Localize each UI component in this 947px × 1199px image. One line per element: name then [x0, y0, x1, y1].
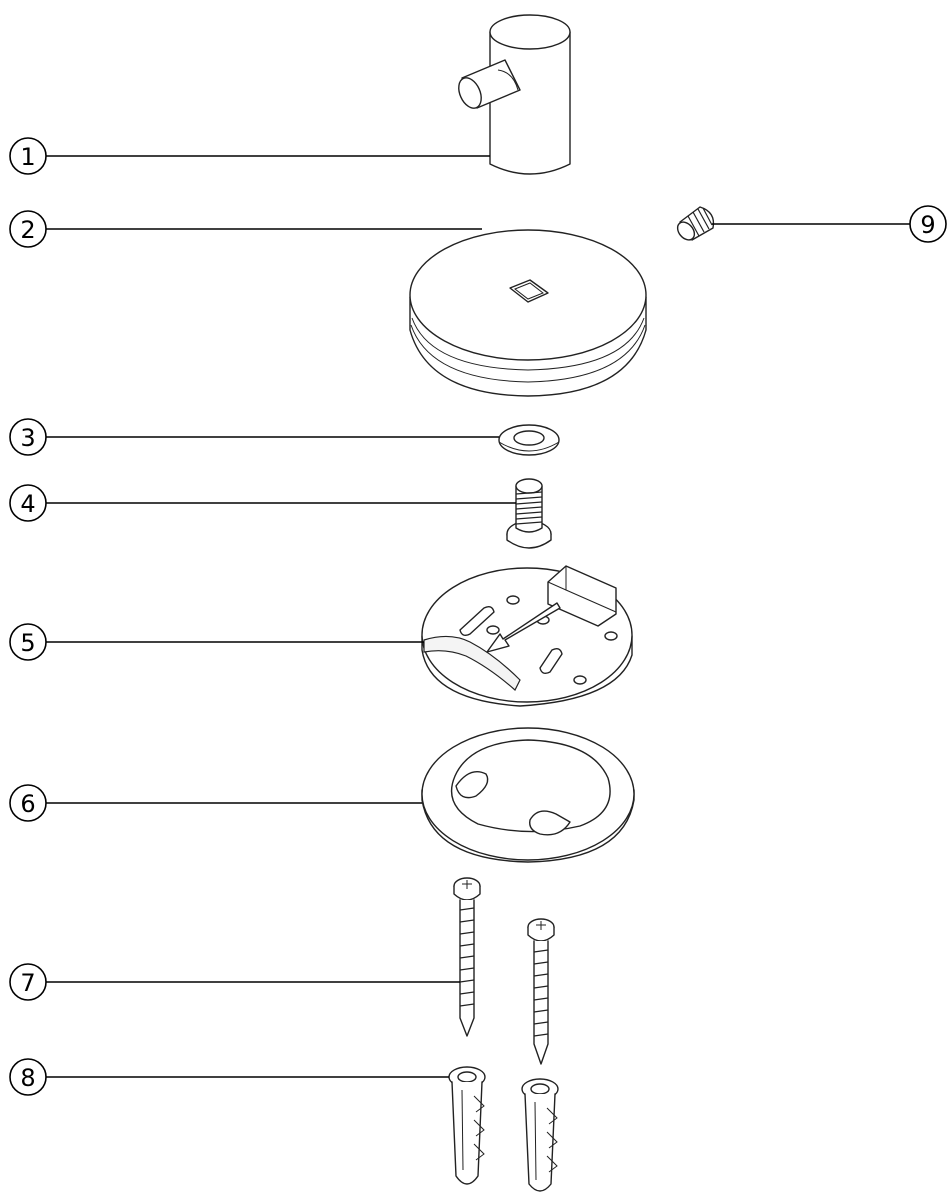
- part-4-threaded-bolt: [506, 478, 552, 549]
- callout-7-label: 7: [20, 969, 35, 997]
- part-6-spacer-ring: [421, 727, 635, 863]
- callout-2: 2: [9, 210, 482, 248]
- callout-8: 8: [9, 1058, 449, 1096]
- callout-4: 4: [9, 484, 516, 522]
- part-5-mounting-plate: [421, 565, 633, 707]
- callout-9-label: 9: [920, 211, 935, 239]
- callout-2-label: 2: [20, 216, 35, 244]
- part-9-set-screw: [676, 206, 715, 241]
- part-3-washer: [498, 424, 560, 456]
- callout-1-label: 1: [20, 143, 35, 171]
- callout-3: 3: [9, 418, 499, 456]
- callout-3-label: 3: [20, 424, 35, 452]
- callout-1: 1: [9, 137, 490, 175]
- part-7-screws: [453, 877, 555, 1065]
- part-2-base-rosette: [409, 229, 647, 397]
- part-1-hook-body: [458, 14, 571, 175]
- callout-6-label: 6: [20, 790, 35, 818]
- callout-5-label: 5: [20, 629, 35, 657]
- callout-8-label: 8: [20, 1064, 35, 1092]
- callout-5: 5: [9, 623, 424, 661]
- part-8-wall-plugs: [448, 1066, 559, 1192]
- callout-6: 6: [9, 784, 422, 822]
- callout-9: 9: [712, 205, 947, 243]
- callout-4-label: 4: [20, 490, 35, 518]
- callout-7: 7: [9, 963, 460, 1001]
